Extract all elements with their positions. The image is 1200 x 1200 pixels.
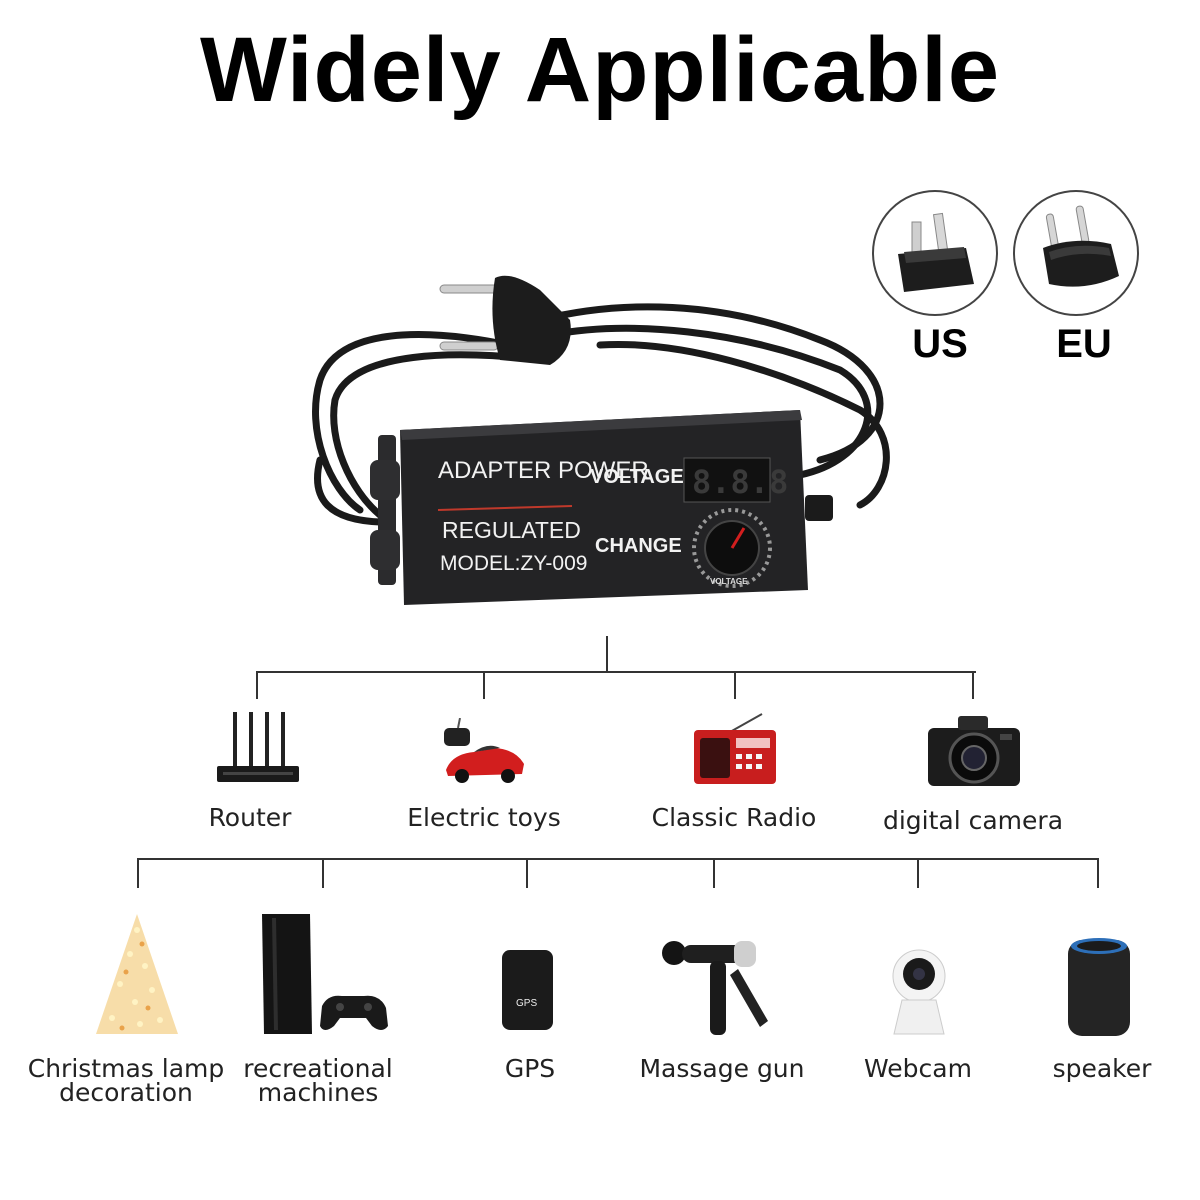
branch-radio xyxy=(734,671,736,699)
adapter-line1: ADAPTER POWER xyxy=(438,457,649,484)
speaker-icon xyxy=(1064,934,1134,1039)
branch-speaker xyxy=(1097,858,1099,888)
tree-branch-row1 xyxy=(256,671,976,673)
eu-plug-label: EU xyxy=(1056,322,1112,366)
adapter-line2: REGULATED xyxy=(442,517,581,543)
adapter-change-label: CHANGE xyxy=(595,535,682,557)
christmas-tree-icon xyxy=(90,910,185,1040)
us-plug-label: US xyxy=(912,322,968,366)
gps-label: GPS xyxy=(504,1054,556,1083)
christmas-label: Christmas lamp decoration xyxy=(27,1054,225,1107)
console-label: recreational machines xyxy=(243,1054,393,1107)
branch-camera xyxy=(972,671,974,699)
branch-gps xyxy=(526,858,528,888)
camera-icon xyxy=(924,710,1024,790)
knob-label: VOLTAGE xyxy=(710,577,748,586)
game-console-icon xyxy=(258,910,393,1040)
gps-device-text: GPS xyxy=(516,998,537,1009)
router-label: Router xyxy=(208,803,292,832)
massage-label: Massage gun xyxy=(639,1054,805,1083)
massage-gun-icon xyxy=(660,935,780,1040)
radio-icon xyxy=(690,712,780,787)
power-adapter: ADAPTER POWER REGULATED MODEL:ZY-009 VOL… xyxy=(300,260,900,620)
gps-tracker-icon: GPS xyxy=(500,948,555,1033)
adapter-line3: MODEL:ZY-009 xyxy=(440,552,587,575)
branch-webcam xyxy=(917,858,919,888)
branch-console xyxy=(322,858,324,888)
webcam-icon xyxy=(888,948,950,1038)
voltage-display: 8.8.8 xyxy=(692,463,788,501)
tree-branch-row2 xyxy=(137,858,1099,860)
branch-toys xyxy=(483,671,485,699)
tree-trunk xyxy=(606,636,608,672)
us-plug-icon xyxy=(872,190,998,316)
toy-car-icon xyxy=(438,718,528,788)
radio-label: Classic Radio xyxy=(651,803,817,832)
page-title: Widely Applicable xyxy=(199,19,1001,121)
eu-plug-icon xyxy=(1013,190,1139,316)
speaker-label: speaker xyxy=(1052,1054,1152,1083)
adapter-voltage-label: VOLTAGE xyxy=(590,466,684,488)
router-icon xyxy=(213,710,303,785)
branch-router xyxy=(256,671,258,699)
webcam-label: Webcam xyxy=(864,1054,972,1083)
toys-label: Electric toys xyxy=(407,803,561,832)
branch-massage xyxy=(713,858,715,888)
camera-label: digital camera xyxy=(882,806,1064,835)
branch-tree xyxy=(137,858,139,888)
